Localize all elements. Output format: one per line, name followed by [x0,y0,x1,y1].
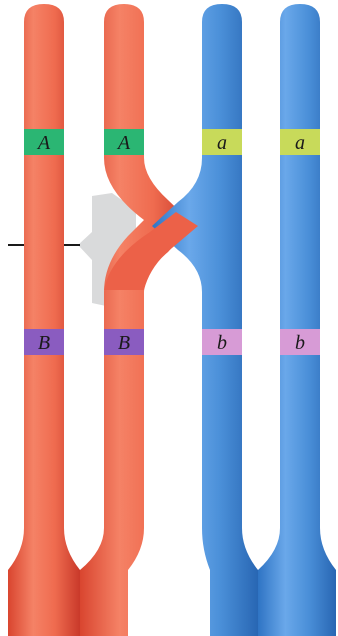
allele-label-A-1: A [36,132,51,154]
allele-label-B-2: B [118,332,130,354]
allele-label-A-2: A [116,132,131,154]
paternal-chromatid-1 [152,4,258,636]
allele-label-b-3: b [217,332,227,354]
lower-band-row: B B b b [24,329,320,355]
maternal-chromatid-2 [80,4,193,636]
paternal-chromatid-2 [258,4,336,636]
allele-label-B-1: B [38,332,50,354]
allele-label-b-4: b [295,332,305,354]
allele-label-a-4: a [295,132,305,154]
maternal-chromatid-1 [8,4,80,636]
upper-band-row: A A a a [24,129,320,155]
allele-label-a-3: a [217,132,227,154]
